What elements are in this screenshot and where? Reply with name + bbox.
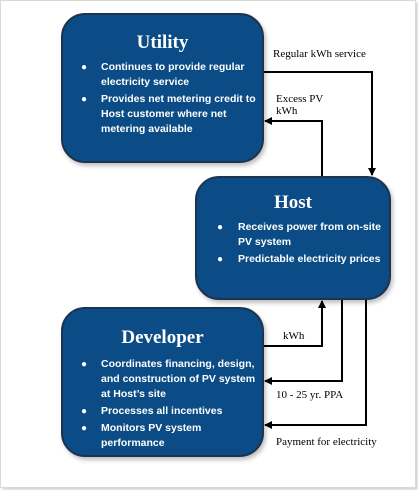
excess-pv-label-line2: kWh [276, 105, 298, 117]
bullet-icon: ● [217, 254, 224, 265]
kwh-arrow [264, 300, 326, 347]
excess-pv-arrow [264, 117, 323, 176]
host-title: Host [274, 192, 312, 213]
host-bullet-text: Predictable electricity prices [238, 253, 381, 265]
utility-bullet-text: Continues to provide regular electricity… [101, 61, 245, 88]
utility-title: Utility [136, 32, 189, 53]
utility-bullet-text: Provides net metering credit to Host cus… [101, 93, 256, 135]
regular-service-arrow [264, 71, 376, 176]
developer-bullet-text: Monitors PV system performance [101, 422, 202, 449]
host-bullet-list: ● Receives power from on-site PV system ●… [197, 220, 389, 267]
bullet-icon: ● [81, 423, 88, 434]
bullet-icon: ● [81, 94, 88, 105]
bullet-icon: ● [81, 62, 88, 73]
list-item: ● Continues to provide regular electricit… [63, 60, 262, 90]
ppa-arrow [264, 300, 343, 385]
kwh-label: kWh [283, 330, 305, 342]
bullet-icon: ● [217, 222, 224, 233]
utility-bullet-list: ● Continues to provide regular electricit… [63, 60, 262, 137]
excess-pv-label-line1: Excess PV [276, 93, 324, 105]
developer-bullet-list: ● Coordinates financing, design, and cons… [63, 357, 262, 451]
developer-title: Developer [121, 327, 204, 348]
bullet-icon: ● [81, 406, 88, 417]
developer-bullet-text: Processes all incentives [101, 405, 223, 417]
list-item: ● Coordinates financing, design, and cons… [63, 357, 262, 402]
payment-arrow [264, 300, 367, 429]
developer-bullet-text: Coordinates financing, design, and const… [101, 358, 256, 400]
list-item: ● Receives power from on-site PV system [197, 220, 389, 250]
regular-service-label: Regular kWh service [273, 48, 366, 60]
payment-label: Payment for electricity [276, 436, 377, 448]
bullet-icon: ● [81, 359, 88, 370]
list-item: ● Provides net metering credit to Host cu… [63, 92, 262, 137]
list-item: ● Processes all incentives [63, 404, 262, 419]
list-item: ● Predictable electricity prices [197, 252, 389, 267]
list-item: ● Monitors PV system performance [63, 421, 262, 451]
host-box: Host ● Receives power from on-site PV sys… [195, 176, 391, 300]
utility-box: Utility ● Continues to provide regular el… [61, 13, 264, 163]
ppa-label: 10 - 25 yr. PPA [276, 389, 344, 401]
host-bullet-text: Receives power from on-site PV system [238, 221, 381, 248]
developer-box: Developer ● Coordinates financing, design… [61, 307, 264, 457]
